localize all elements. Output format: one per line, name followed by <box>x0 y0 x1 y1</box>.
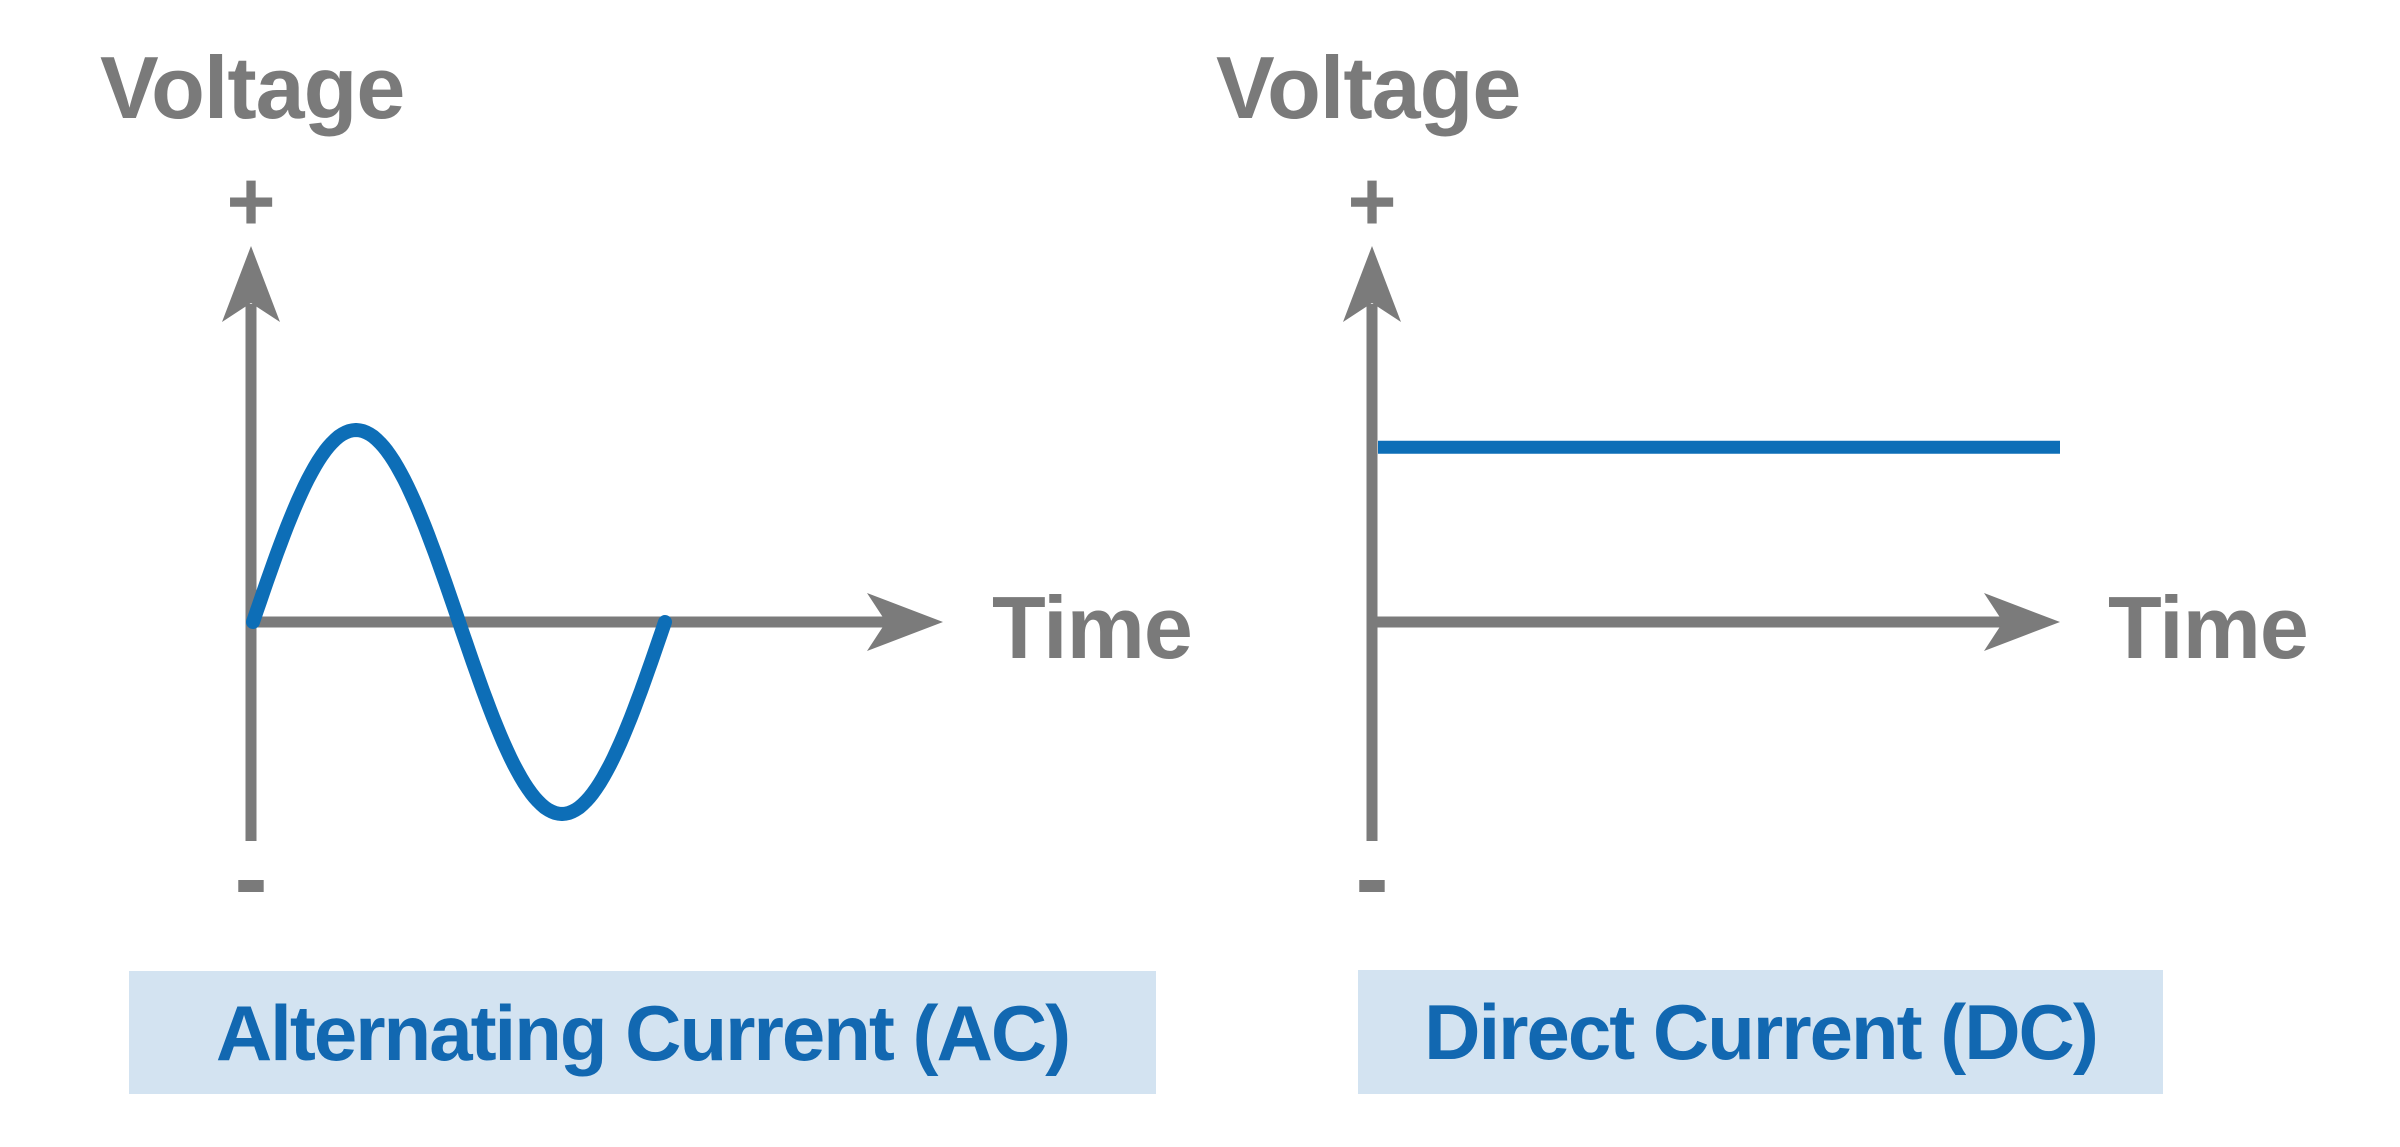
ac-sine-wave <box>246 423 672 821</box>
dc-x-axis-arrowhead-icon <box>1984 593 2060 651</box>
dc-minus-sign: - <box>1355 822 1389 934</box>
dc-plus-sign: + <box>1347 154 1397 248</box>
ac-plus-sign: + <box>226 154 276 248</box>
dc-voltage-axis-label: Voltage <box>1216 38 1521 137</box>
dc-time-axis-label: Time <box>2108 578 2309 677</box>
ac-time-axis-label: Time <box>992 578 1193 677</box>
dc-y-axis-arrowhead-icon <box>1343 246 1401 322</box>
ac-y-axis-arrowhead-icon <box>222 246 280 322</box>
dc-caption-text: Direct Current (DC) <box>1424 988 2099 1076</box>
ac-x-axis-arrowhead-icon <box>867 593 943 651</box>
dc-caption-box: Direct Current (DC) <box>1358 970 2163 1094</box>
ac-caption-text: Alternating Current (AC) <box>215 988 1071 1077</box>
ac-caption-box: Alternating Current (AC) <box>129 971 1156 1094</box>
ac-minus-sign: - <box>234 822 268 934</box>
ac-voltage-axis-label: Voltage <box>100 38 405 137</box>
